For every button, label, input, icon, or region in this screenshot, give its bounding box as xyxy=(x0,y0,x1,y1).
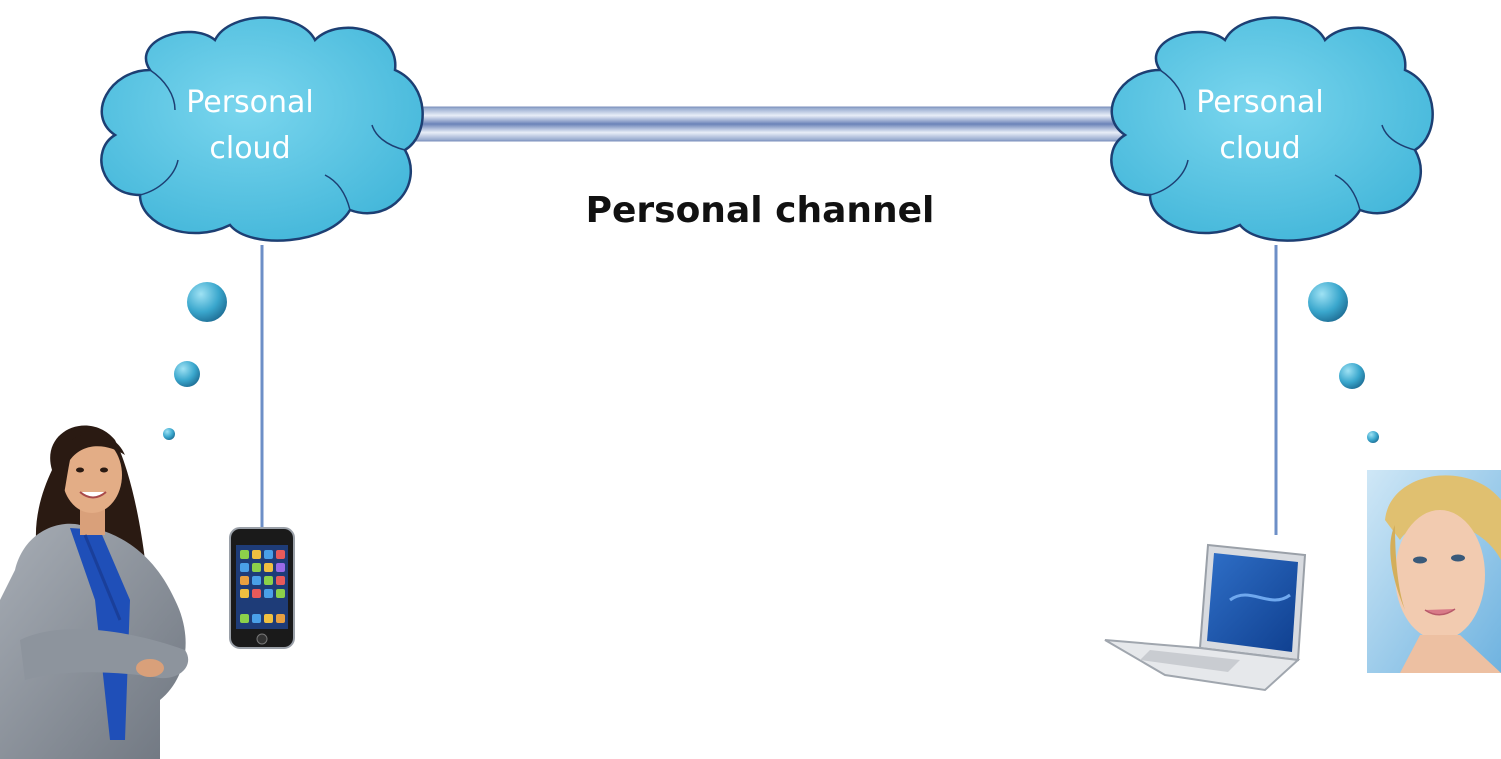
thought-bubble-medium xyxy=(174,361,200,387)
thought-bubble-large xyxy=(1308,282,1348,322)
right-thought-bubbles xyxy=(1308,282,1379,443)
left-cloud-label-line2: cloud xyxy=(209,131,290,166)
right-cloud-label-line1: Personal xyxy=(1196,85,1324,120)
thought-bubble-large xyxy=(187,282,227,322)
thought-bubble-small xyxy=(163,428,175,440)
left-personal-cloud: Personal cloud xyxy=(100,16,424,242)
right-cloud-label-line2: cloud xyxy=(1219,131,1300,166)
woman-portrait-photo xyxy=(1367,470,1501,673)
thought-bubble-small xyxy=(1367,431,1379,443)
left-thought-bubbles xyxy=(163,282,227,440)
businesswoman-photo xyxy=(0,425,189,759)
smartphone-icon xyxy=(229,527,295,649)
right-personal-cloud: Personal cloud xyxy=(1110,16,1434,242)
thought-bubble-medium xyxy=(1339,363,1365,389)
laptop-icon xyxy=(1104,543,1307,692)
personal-channel-label: Personal channel xyxy=(586,190,935,231)
personal-channel-connector xyxy=(399,106,1131,142)
left-cloud-label-line1: Personal xyxy=(186,85,314,120)
